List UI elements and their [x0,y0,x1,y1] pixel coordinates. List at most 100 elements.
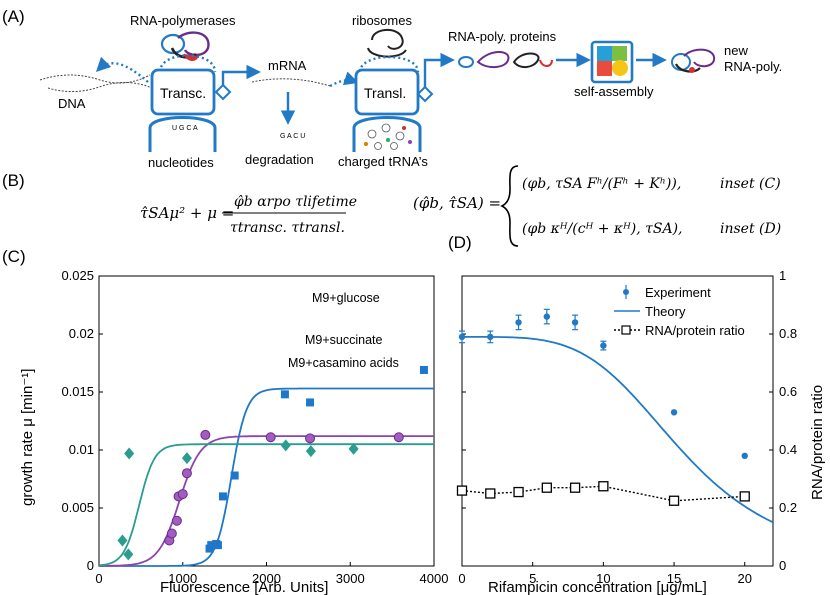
chart-c-series-label: M9+glucose [312,291,380,305]
nucleotides-cup [148,116,217,152]
degraded-nucleotides: G A C U [280,133,305,140]
chart-c-fit-line [99,435,434,567]
legend-ratio-marker [621,325,631,335]
chart-c-point [213,541,222,550]
rna-polymerase-icon [160,31,210,61]
chart-d-ratio-point [739,491,750,502]
chart-c-ytick-label: 0.02 [69,326,94,341]
chart-d-xtick-label: 20 [737,571,751,586]
chart-c-point [280,390,289,399]
protein-subunits-icon [458,51,553,68]
chart-c-xlabel: Fluorescence [Arb. Units] [160,579,328,595]
dna-strand-icon [39,74,153,92]
trna-cluster-icon [364,123,412,150]
chart-d-ratio-point [485,488,496,499]
chart-d-xtick-label: 5 [529,571,536,586]
self-assembly-label: self-assembly [574,84,654,99]
equation-numerator: φ̂b αrpo τlifetime [234,194,357,210]
legend-ratio: RNA/protein ratio [645,323,745,338]
mrna-label: mRNA [268,58,307,73]
chart-c-xtick-label: 1000 [168,571,197,586]
chart-c-frame [98,275,435,567]
dna-label: DNA [58,96,86,111]
chart-d-ratio-point [598,481,609,492]
chart-d-ytick-label: 0.8 [779,326,797,341]
system-brace [500,165,519,247]
case-2-tag: inset (D) [720,221,781,237]
new-rna-polymerase-icon [671,48,716,73]
self-assembly-puzzle-icon [590,40,634,84]
chart-c-xtick-label: 4000 [420,571,449,586]
chart-c-point [280,439,291,452]
panel-label-a: (A) [2,7,25,26]
charged-trna-label: charged tRNA’s [338,154,428,169]
chart-d-ytick-label: 0 [779,558,786,573]
chart-c-ylabel: growth rate μ [min⁻¹] [19,369,36,506]
chart-d-xtick-label: 15 [667,571,681,586]
chart-d-lines [461,336,774,524]
new-rna-poly-label-2: RNA-poly. [724,59,782,74]
chart-d-experiment-point [515,319,522,326]
rna-polymerases-label: RNA-polymerases [130,13,236,28]
chart-d-experiment-point [571,319,579,326]
transcription-diamond-icon [214,83,232,101]
translation-box [354,68,420,116]
trna-cup [352,116,422,152]
chart-c-ytick-label: 0.015 [61,384,94,399]
chart-c-point [117,534,128,547]
chart-c-point [265,432,276,443]
translation-label: Transl. [364,85,406,101]
rna-poly-proteins-label: RNA-poly. proteins [448,29,557,44]
ribosome-dotted-arc [352,55,420,84]
chart-d-ylabel: RNA/protein ratio [809,385,826,500]
chart-d-experiment-point [670,409,678,416]
mrna-strand-icon [251,78,331,87]
chart-d-ratio-point [569,482,581,493]
chart-d-ratio-point [668,495,680,506]
equation-denominator: τtransc. τtransl. [230,220,345,236]
chart-c-point [171,515,182,526]
chart-c-point [200,429,211,440]
nucleotides-label: nucleotides [148,155,214,170]
chart-d-legend: Experiment Theory RNA/protein ratio [614,285,745,338]
chart-d-ratio-point [456,485,468,496]
legend-experiment: Experiment [645,285,711,300]
chart-c-point [181,468,192,479]
chart-d-ytick-label: 1 [779,268,786,283]
chart-c-point [230,471,239,480]
panel-label-b: (B) [2,171,25,190]
chart-c-ytick-label: 0.025 [61,268,94,283]
translation-output-arrow [423,52,455,87]
chart-d-experiment-point [741,452,748,459]
chart-d-xtick-label: 10 [596,571,610,586]
chart-c-series-label: M9+casamino acids [288,356,399,370]
transcription-box [150,68,216,116]
chart-c-ytick-label: 0 [87,558,94,573]
chart-d-ytick-label: 0.2 [779,500,797,515]
chart-c-point [166,528,177,539]
chart-c-point [305,433,316,444]
chart-d-points [456,308,750,506]
chart-c-point [218,492,227,501]
translation-diamond-icon [416,85,434,103]
mrna-to-translation-arrow [329,71,359,88]
chart-c-fits [98,387,434,567]
chart-c-xtick-label: 0 [95,571,102,586]
chart-c-point [419,365,428,374]
panel-label-d: (D) [448,233,472,252]
chart-d-xlabel: Rifampicin concentration [μg/mL] [488,579,707,595]
chart-c-point [393,432,404,443]
ribosomes-label: ribosomes [352,13,412,28]
chart-c-point [124,447,135,460]
chart-d-ytick-label: 0.4 [779,442,797,457]
legend-theory: Theory [645,304,686,319]
nucleotide-glyphs: U G C A [172,125,198,132]
chart-c-point [177,489,188,500]
chart-d-frame [461,275,774,567]
